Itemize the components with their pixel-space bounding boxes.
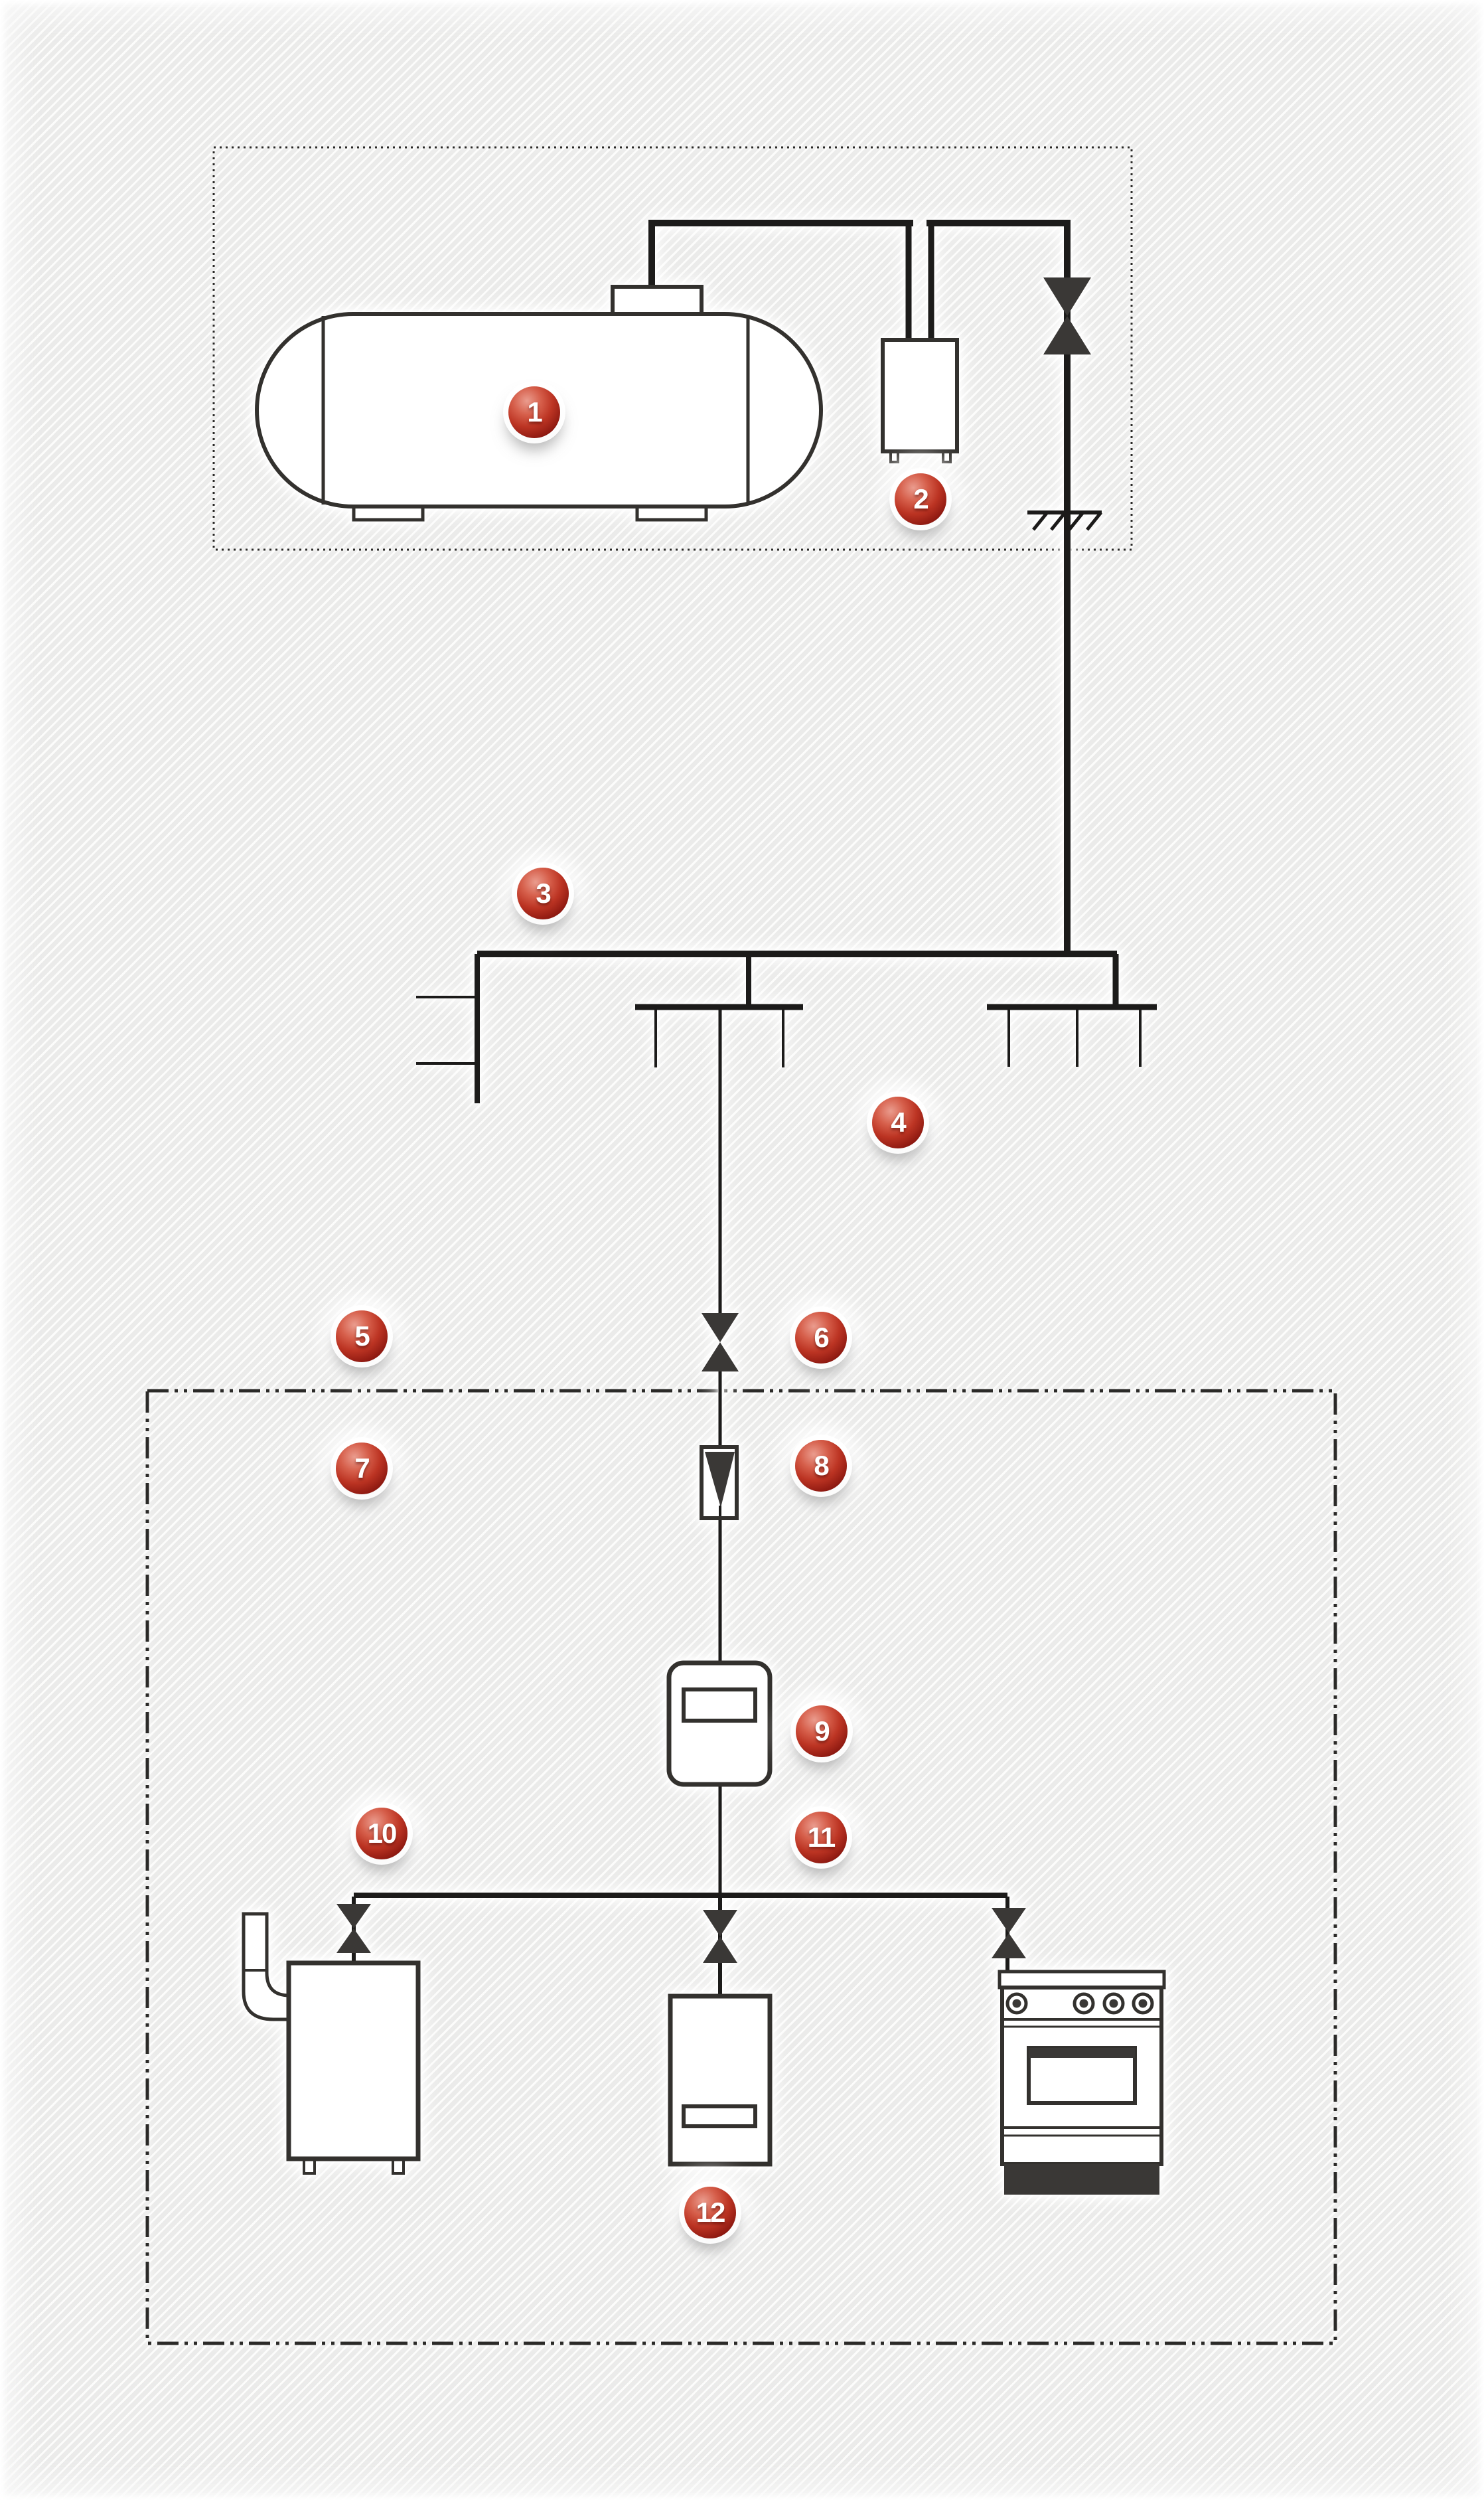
- marker-9: 9: [796, 1705, 848, 1757]
- gas-meter-icon: [666, 1660, 773, 1787]
- marker-8: 8: [795, 1440, 847, 1492]
- grounding-tick: [1050, 511, 1067, 531]
- grounding-tick: [1032, 511, 1049, 531]
- marker-4-label: 4: [891, 1107, 906, 1138]
- tank-assembly: [255, 285, 959, 522]
- marker-2: 2: [895, 473, 946, 525]
- marker-1-label: 1: [527, 396, 542, 428]
- knob-center: [1109, 1999, 1118, 2008]
- marker-11-label: 11: [807, 1822, 836, 1853]
- marker-7-label: 7: [354, 1452, 370, 1484]
- knob-center: [1012, 1999, 1021, 2008]
- marker-6-label: 6: [814, 1322, 829, 1353]
- marker-10-label: 10: [367, 1818, 398, 1849]
- boiler-body: [286, 1960, 421, 2161]
- boundaries: [145, 146, 1337, 2345]
- building-boundary-icon: [145, 1389, 1337, 2345]
- grounding-tick: [1086, 511, 1102, 531]
- knob-center: [1138, 1999, 1148, 2008]
- marker-5: 5: [336, 1310, 388, 1362]
- boiler-flue: [242, 1912, 291, 2021]
- tank-fitting: [611, 285, 704, 317]
- meter-body: [666, 1660, 773, 1787]
- appliance-valve-icon: [703, 1910, 737, 1963]
- marker-3: 3: [517, 868, 569, 919]
- entry-valve-icon: [702, 1313, 739, 1371]
- marker-8-label: 8: [814, 1450, 829, 1481]
- stove-plinth: [1004, 2164, 1159, 2195]
- grounding-tick: [1068, 511, 1084, 531]
- marker-6: 6: [795, 1312, 847, 1364]
- marker-12: 12: [684, 2187, 736, 2238]
- water-heater-icon: [668, 1993, 773, 2167]
- shutoff-valve-icon: [1043, 277, 1091, 354]
- filter-element: [705, 1452, 735, 1508]
- marker-4: 4: [872, 1097, 924, 1148]
- piping-and-equipment: [242, 220, 1166, 2195]
- boiler-icon: [242, 1912, 421, 2175]
- marker-3-label: 3: [536, 878, 551, 909]
- marker-1: 1: [508, 386, 560, 438]
- marker-12-label: 12: [696, 2197, 726, 2228]
- valves: [336, 277, 1091, 1963]
- stove-knobs: [1005, 1992, 1154, 2015]
- marker-2-label: 2: [913, 483, 928, 514]
- marker-9-label: 9: [814, 1715, 830, 1747]
- appliance-valve-icon: [992, 1908, 1026, 1958]
- marker-11: 11: [795, 1812, 847, 1863]
- stove-backsplash: [998, 1970, 1166, 1990]
- knob-center: [1079, 1999, 1088, 2008]
- marker-7: 7: [336, 1443, 388, 1494]
- heater-body: [668, 1993, 773, 2167]
- gas-filter-icon: [700, 1445, 739, 1520]
- marker-5-label: 5: [354, 1320, 370, 1352]
- tank-enclosure-border: [212, 146, 1133, 551]
- marker-10: 10: [356, 1808, 408, 1859]
- meter-display: [682, 1687, 757, 1723]
- appliance-valve-icon: [336, 1904, 371, 1953]
- heater-slot: [682, 2104, 757, 2128]
- pressure-regulator-icon: [881, 338, 959, 453]
- stove-knob-centers: [1012, 1999, 1148, 2008]
- gas-stove-icon: [998, 1970, 1166, 2195]
- oven-window-bar: [1029, 2048, 1135, 2058]
